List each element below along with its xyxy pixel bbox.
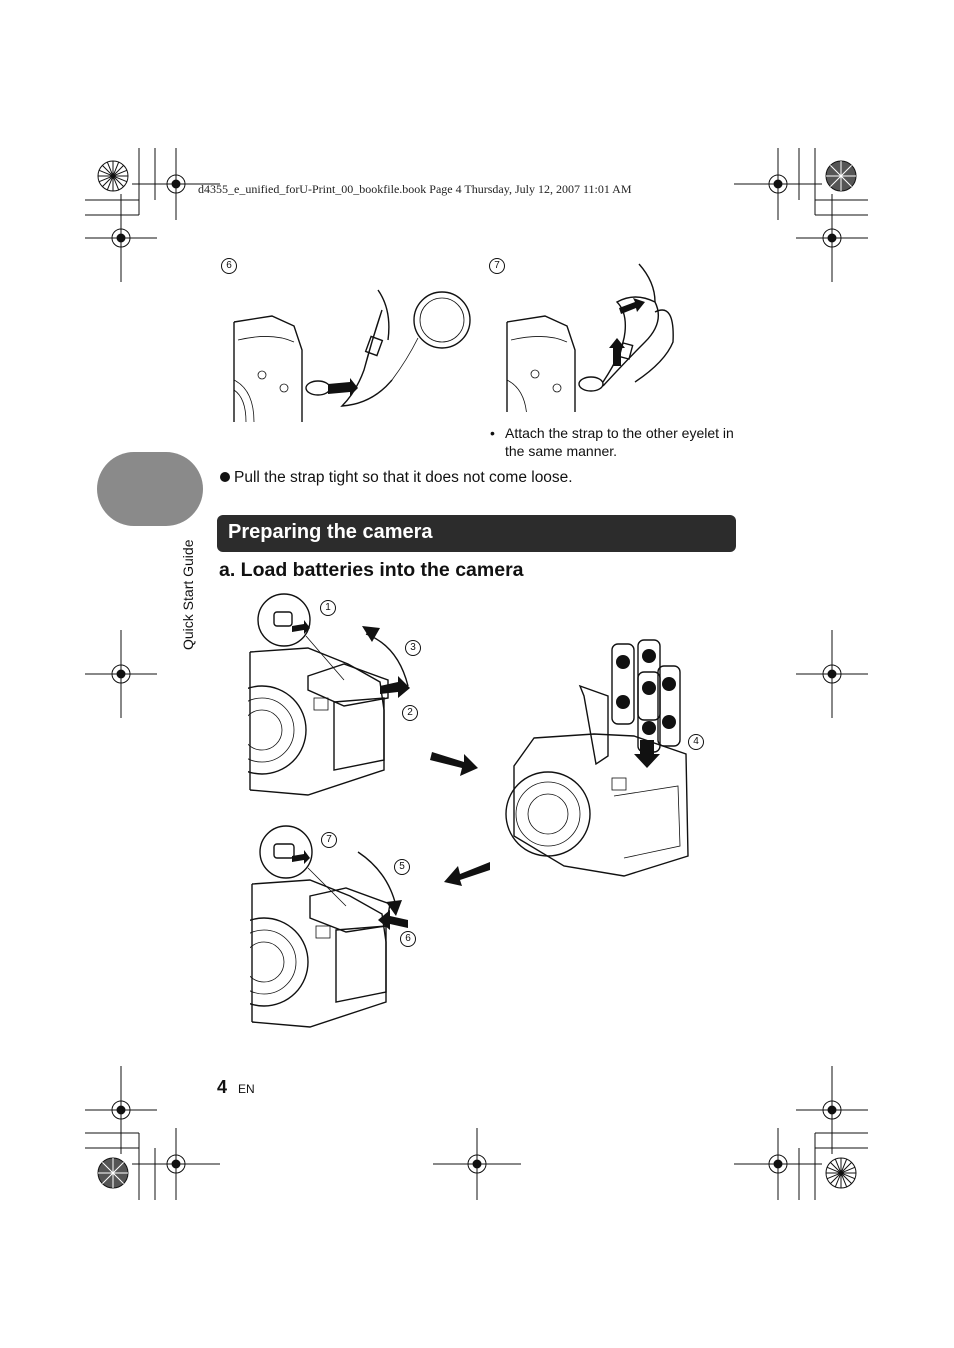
arrow-left-icon: [444, 862, 490, 886]
strap-illustration-left: [233, 289, 471, 423]
arrow-right-icon: [430, 752, 478, 776]
side-tab: [97, 452, 203, 526]
battery-step-1: 1: [320, 600, 336, 616]
strap-note: • Attach the strap to the other eyelet i…: [490, 424, 740, 460]
battery-cover-open-illustration: [248, 593, 410, 796]
bullet-dot-icon: [220, 472, 230, 482]
battery-step-7: 7: [321, 832, 337, 848]
battery-cover-close-illustration: [250, 825, 408, 1028]
battery-step-2: 2: [402, 705, 418, 721]
section-bar: [217, 515, 736, 552]
section-subtitle: a. Load batteries into the camera: [219, 559, 524, 581]
strap-step-7: 7: [489, 258, 505, 274]
batteries-insert-illustration: [505, 639, 689, 877]
battery-step-6: 6: [400, 931, 416, 947]
battery-step-3: 3: [405, 640, 421, 656]
note-text: Attach the strap to the other eyelet in …: [505, 425, 734, 459]
print-header: d4355_e_unified_forU-Print_00_bookfile.b…: [198, 182, 632, 196]
pull-text: Pull the strap tight so that it does not…: [234, 469, 573, 486]
pull-strap-instruction: Pull the strap tight so that it does not…: [220, 469, 573, 487]
battery-step-5: 5: [394, 859, 410, 875]
page-language: EN: [238, 1082, 255, 1096]
battery-step-4: 4: [688, 734, 704, 750]
side-label: Quick Start Guide: [180, 539, 196, 651]
note-bullet: •: [490, 425, 495, 441]
page-number: 4: [217, 1077, 228, 1097]
section-title: Preparing the camera: [228, 521, 433, 543]
strap-illustration-right: [506, 263, 674, 412]
strap-step-6: 6: [221, 258, 237, 274]
